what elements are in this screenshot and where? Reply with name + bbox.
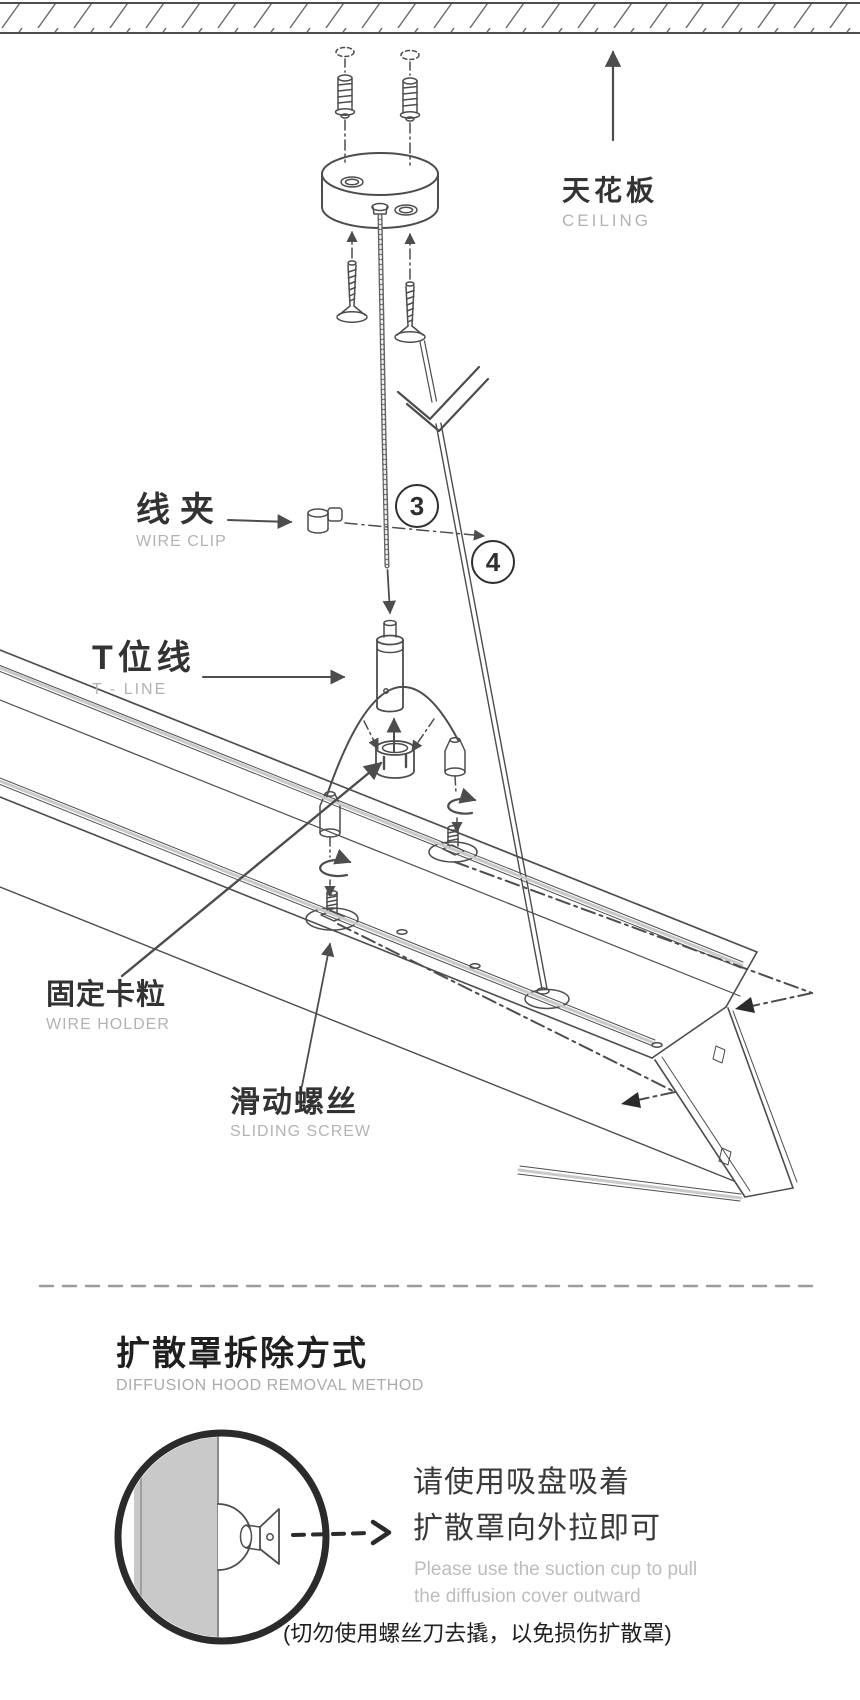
wire-clip-guide-line	[344, 522, 486, 541]
suspension-tube	[419, 340, 570, 1010]
wall-anchor-right-icon	[399, 49, 421, 166]
wire-holder-label-en: WIRE HOLDER	[46, 1015, 170, 1033]
wire-clip-arrow	[227, 514, 293, 530]
removal-instruction-cn: 请使用吸盘吸着 扩散罩向外拉即可	[413, 1460, 661, 1552]
removal-section-title: 扩散罩拆除方式 DIFFUSION HOOD REMOVAL METHOD	[116, 1335, 424, 1396]
step-marker-3-number: 3	[409, 490, 425, 521]
wire-holder-label-cn: 固定卡粒	[46, 979, 167, 1011]
wall-anchor-left-icon	[334, 46, 356, 163]
canopy	[321, 152, 439, 229]
step-marker-3: 3	[395, 484, 439, 528]
sliding-screw-label-cn: 滑动螺丝	[230, 1086, 358, 1119]
sliding-screw-leader	[301, 942, 335, 1087]
wire-clip-part	[307, 507, 343, 534]
step-marker-4: 4	[471, 540, 515, 584]
sliding-screw-label-en: SLIDING SCREW	[230, 1123, 372, 1140]
insert-guide-arrows	[363, 717, 435, 753]
swing-arc	[325, 685, 459, 799]
removal-instruction-cn-line2: 扩散罩向外拉即可	[413, 1512, 661, 1545]
t-line-label-cn: T位线	[92, 639, 196, 677]
removal-instruction-cn-line1: 请使用吸盘吸着	[413, 1466, 630, 1499]
ceiling-screw-left-icon	[336, 230, 368, 323]
wire-clip-label-cn: 线夹	[136, 491, 224, 529]
removal-instruction-en: Please use the suction cup to pull the d…	[414, 1556, 697, 1610]
wire-clip-label: 线夹 WIRE CLIP	[136, 491, 227, 552]
ceiling-label: 天花板 CEILING	[562, 175, 659, 231]
removal-instruction-en-line2: the diffusion cover outward	[414, 1586, 641, 1607]
wire-holder-leader	[120, 761, 383, 978]
wire-clip-label-en: WIRE CLIP	[136, 533, 227, 551]
removal-title-cn: 扩散罩拆除方式	[116, 1335, 368, 1373]
magnifier-circle	[114, 1429, 392, 1645]
pull-direction-arrow	[291, 1519, 392, 1546]
wire-holder-ring	[375, 740, 415, 779]
sliding-screw-label: 滑动螺丝 SLIDING SCREW	[230, 1086, 371, 1142]
diffuser-panel	[134, 1437, 218, 1637]
t-line-label: T位线 T - LINE	[92, 639, 196, 700]
ceiling-label-cn: 天花板	[562, 175, 659, 206]
ceiling-label-en: CEILING	[562, 210, 652, 230]
wire-holder-label: 固定卡粒 WIRE HOLDER	[46, 979, 170, 1035]
removal-instruction-en-line1: Please use the suction cup to pull	[414, 1559, 698, 1580]
fixing-cone-right	[444, 737, 466, 777]
slide-guide-top	[454, 861, 813, 1013]
slide-guide-bottom	[337, 923, 676, 1108]
removal-warning-line: (切勿使用螺丝刀去撬，以免损伤扩散罩)	[283, 1621, 672, 1646]
steel-wire	[377, 213, 397, 615]
ceiling-screw-right-icon	[394, 232, 426, 343]
rotation-arrow-left	[319, 836, 352, 898]
removal-title-en: DIFFUSION HOOD REMOVAL METHOD	[116, 1377, 424, 1395]
step-marker-4-number: 4	[485, 546, 501, 577]
t-line-label-en: T - LINE	[92, 681, 168, 699]
removal-warning-text: (切勿使用螺丝刀去撬，以免损伤扩散罩)	[283, 1616, 672, 1648]
t-line-fitting	[376, 619, 404, 713]
ceiling-hatch	[0, 2, 860, 34]
light-fixture	[0, 649, 798, 1202]
break-mark	[396, 365, 490, 433]
rotation-arrow-right	[447, 775, 477, 834]
suction-cup-icon	[217, 1503, 280, 1571]
